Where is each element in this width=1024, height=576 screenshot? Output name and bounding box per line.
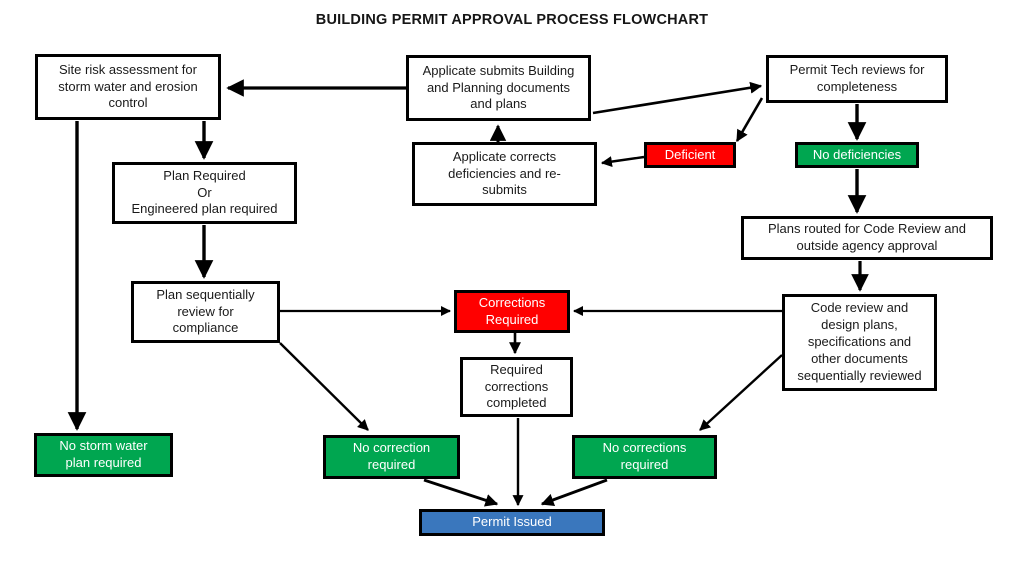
node-label: Applicate corrects deficiencies and re- …: [448, 148, 561, 198]
node-label: No correction required: [352, 440, 431, 472]
node-site-risk-assessment[interactable]: Site risk assessment for storm water and…: [35, 54, 221, 120]
node-code-review[interactable]: Code review and design plans, specificat…: [782, 294, 937, 391]
node-label: Permit Issued: [472, 514, 552, 530]
node-permit-tech-reviews[interactable]: Permit Tech reviews for completeness: [766, 55, 948, 103]
node-no-deficiencies[interactable]: No deficiencies: [795, 142, 919, 168]
node-label: Plans routed for Code Review and outside…: [767, 221, 966, 253]
node-permit-issued[interactable]: Permit Issued: [419, 509, 605, 536]
node-plan-sequential-review[interactable]: Plan sequentially review for compliance: [131, 281, 280, 343]
edge-plan-sequential-to-no-correction: [279, 342, 369, 431]
node-corrections-required[interactable]: Corrections Required: [454, 290, 570, 333]
edge-no-correction-to-permit-issued: [423, 478, 499, 507]
node-no-correction-required[interactable]: No correction required: [323, 435, 460, 479]
node-plans-routed[interactable]: Plans routed for Code Review and outside…: [741, 216, 993, 260]
node-deficient[interactable]: Deficient: [644, 142, 736, 168]
node-label: Permit Tech reviews for completeness: [789, 62, 925, 94]
node-label: Plan sequentially review for compliance: [156, 286, 255, 336]
node-no-corrections-required[interactable]: No corrections required: [572, 435, 717, 479]
node-label: Applicate submits Building and Planning …: [422, 62, 575, 112]
node-label: No deficiencies: [812, 146, 902, 162]
node-label: No corrections required: [602, 440, 687, 472]
node-label: Site risk assessment for storm water and…: [58, 61, 198, 111]
edge-deficient-to-applicant-corrects: [600, 155, 645, 168]
node-label: Plan Required Or Engineered plan require…: [131, 167, 278, 217]
node-no-storm-water-plan[interactable]: No storm water plan required: [34, 433, 173, 477]
node-plan-required[interactable]: Plan Required Or Engineered plan require…: [112, 162, 297, 224]
edge-permit-tech-to-deficient: [735, 97, 764, 143]
node-applicant-corrects[interactable]: Applicate corrects deficiencies and re- …: [412, 142, 597, 206]
edge-applicant-submits-to-permit-tech: [592, 81, 763, 115]
edge-code-review-to-no-corrections: [699, 354, 783, 431]
page-title: BUILDING PERMIT APPROVAL PROCESS FLOWCHA…: [315, 12, 709, 28]
node-label: Required corrections completed: [484, 361, 549, 411]
node-applicant-submits[interactable]: Applicate submits Building and Planning …: [406, 55, 591, 121]
node-label: Deficient: [664, 146, 716, 162]
node-label: Corrections Required: [478, 294, 546, 327]
node-label: No storm water plan required: [59, 438, 148, 470]
edge-no-corrections-to-permit-issued: [540, 478, 608, 507]
node-label: Code review and design plans, specificat…: [797, 300, 922, 383]
node-required-corrections-completed[interactable]: Required corrections completed: [460, 357, 573, 417]
